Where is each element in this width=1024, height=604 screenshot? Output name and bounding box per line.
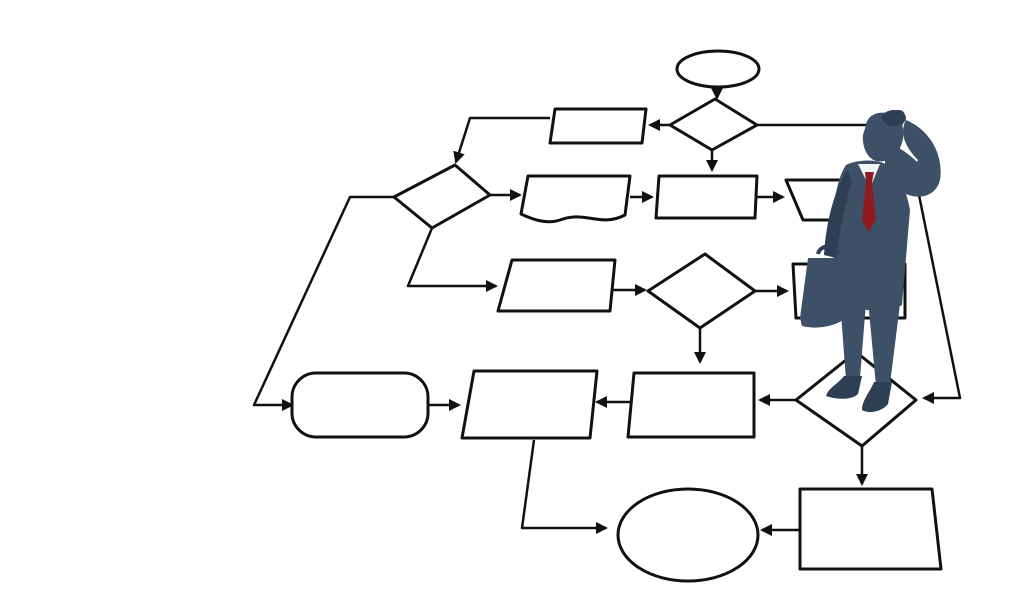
decision-middle — [646, 252, 757, 330]
arrow-process-top-to-decision-left — [453, 116, 550, 164]
businessman-figure — [800, 109, 941, 412]
data-box — [496, 258, 617, 313]
businessman-arm-sleeve — [888, 120, 941, 197]
businessman-hand — [882, 110, 906, 126]
businessman-torso — [832, 160, 910, 311]
connector-lines — [252, 86, 962, 536]
businessman-briefcase-handle — [816, 244, 840, 255]
decision-bottom — [794, 350, 918, 448]
decision-top — [668, 97, 759, 152]
arrow-left-loop-to-rounded-box — [252, 195, 394, 411]
briefcase — [800, 258, 850, 328]
businessman-left-leg — [840, 300, 866, 380]
businessman-left-shoe — [826, 376, 862, 399]
start-terminator — [675, 49, 761, 89]
flowchart-shapes — [290, 49, 943, 583]
end-connector — [616, 487, 760, 583]
arrow-process-lower-1-to-end-connector — [520, 439, 608, 534]
businessman-right-leg — [868, 300, 900, 386]
process-lower-1 — [460, 369, 599, 440]
process-top — [548, 107, 648, 145]
businessman-right-shoe — [862, 382, 892, 412]
document-box — [519, 174, 632, 224]
arrow-decision-left-to-data-box — [406, 227, 498, 292]
decision-left — [392, 163, 492, 230]
process-bottom — [798, 487, 943, 571]
businessman-tie — [862, 172, 876, 232]
businessman-left-arm — [824, 170, 852, 258]
arrow-right-loop-to-decision-bottom — [916, 189, 962, 404]
rounded-box — [290, 371, 430, 439]
process-lower-2 — [626, 371, 756, 439]
process-middle-1 — [654, 174, 759, 220]
